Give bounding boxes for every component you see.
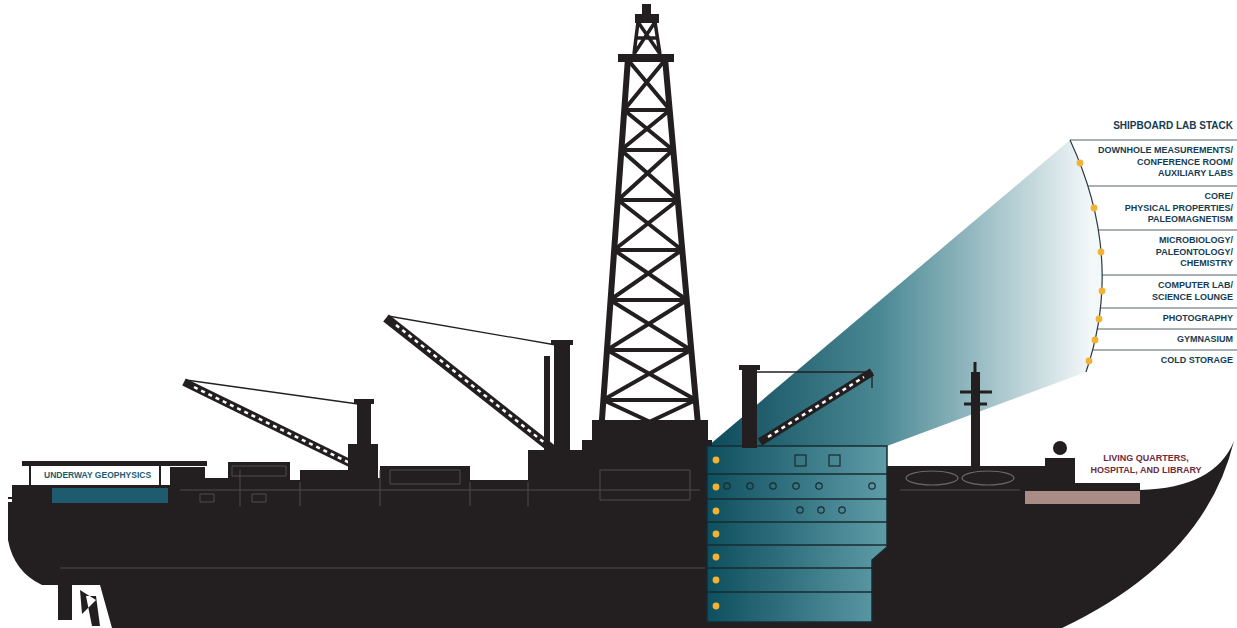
radar-dome xyxy=(1053,441,1067,455)
hull-line xyxy=(60,568,705,569)
deck-dot xyxy=(713,484,720,491)
callout-dot xyxy=(1091,205,1098,212)
crane-truss xyxy=(194,387,354,465)
porthole xyxy=(839,507,845,513)
rail xyxy=(8,497,12,499)
crane xyxy=(386,316,573,453)
derrick-lattice xyxy=(600,60,700,445)
aft-house xyxy=(12,485,172,506)
crane-pedestal xyxy=(554,343,570,453)
deck-dots xyxy=(713,457,720,610)
porthole xyxy=(818,507,824,513)
callout-dot xyxy=(1099,288,1106,295)
derrick-platform xyxy=(618,54,674,62)
lifeboat xyxy=(962,471,1014,485)
deck-dot xyxy=(713,508,720,515)
lifeboats xyxy=(906,471,1014,485)
crane-cab xyxy=(348,444,378,480)
crane-post xyxy=(544,356,550,452)
callout-dots xyxy=(1077,160,1106,365)
crane-pedestal xyxy=(742,368,757,448)
porthole xyxy=(793,483,799,489)
callout-beam xyxy=(708,140,1102,446)
deck-label: MICROBIOLOGY/ PALEONTOLOGY/ CHEMISTRY xyxy=(1156,235,1233,270)
porthole xyxy=(797,507,803,513)
portholes xyxy=(724,455,875,513)
deck-line xyxy=(900,490,1020,491)
crane-truss xyxy=(768,377,864,437)
deck-label: PHOTOGRAPHY xyxy=(1163,313,1233,325)
derrick-leg xyxy=(600,58,700,447)
deck-dot xyxy=(713,554,720,561)
crane-cap xyxy=(354,399,374,404)
crane-boom xyxy=(184,382,364,470)
deck-dot xyxy=(713,577,720,584)
porthole xyxy=(816,483,822,489)
callout-dot xyxy=(1077,160,1084,167)
callout-dot xyxy=(1086,358,1093,365)
crane-truss xyxy=(396,325,546,444)
deck-dot xyxy=(713,603,720,610)
lifeboat xyxy=(906,471,958,485)
canopy-support xyxy=(30,466,160,486)
living-quarters-deck xyxy=(1025,491,1140,504)
callout-heading: SHIPBOARD LAB STACK xyxy=(1113,120,1233,132)
crane xyxy=(739,365,872,448)
hull xyxy=(8,441,1234,628)
crane xyxy=(184,380,378,480)
deck-label: COMPUTER LAB/ SCIENCE LOUNGE xyxy=(1152,280,1233,303)
callout-separator xyxy=(1070,140,1237,350)
crane-boom xyxy=(386,318,556,452)
derrick xyxy=(600,22,700,447)
area-label: LIVING QUARTERS, HOSPITAL, AND LIBRARY xyxy=(1084,453,1208,476)
crane-boom xyxy=(760,372,872,442)
crane-cap xyxy=(739,365,760,370)
callout-dot xyxy=(1092,337,1099,344)
window xyxy=(795,455,806,466)
lab-stack xyxy=(707,446,887,622)
callout-dot xyxy=(1098,249,1105,256)
porthole xyxy=(724,483,730,489)
callout-dot xyxy=(1096,316,1103,323)
superstructure-detail xyxy=(180,466,700,506)
derrick-crown xyxy=(634,22,660,54)
area-label: UNDERWAY GEOPHYSICS xyxy=(44,470,151,481)
deck-label: COLD STORAGE xyxy=(1161,355,1233,367)
deck-dot xyxy=(713,531,720,538)
crane-cap xyxy=(551,340,573,345)
deck-label: GYMNASIUM xyxy=(1177,334,1233,346)
deck-label: CORE/ PHYSICAL PROPERTIES/ PALEOMAGNETIS… xyxy=(1125,191,1233,226)
drill-floor xyxy=(592,420,708,444)
deck-dot xyxy=(713,457,720,464)
canopy xyxy=(22,461,207,466)
deck-label: DOWNHOLE MEASUREMENTS/ CONFERENCE ROOM/ … xyxy=(1098,145,1233,180)
propeller xyxy=(58,584,100,626)
geophysics-lab xyxy=(52,488,168,503)
derrick-mast xyxy=(642,4,651,16)
mast xyxy=(971,372,980,468)
porthole xyxy=(770,483,776,489)
porthole xyxy=(747,483,753,489)
mast-yard xyxy=(960,362,992,404)
deck-divider xyxy=(707,474,887,592)
superstructure xyxy=(170,440,712,506)
porthole xyxy=(869,483,875,489)
window xyxy=(829,455,840,466)
callout-arc xyxy=(1070,140,1102,372)
